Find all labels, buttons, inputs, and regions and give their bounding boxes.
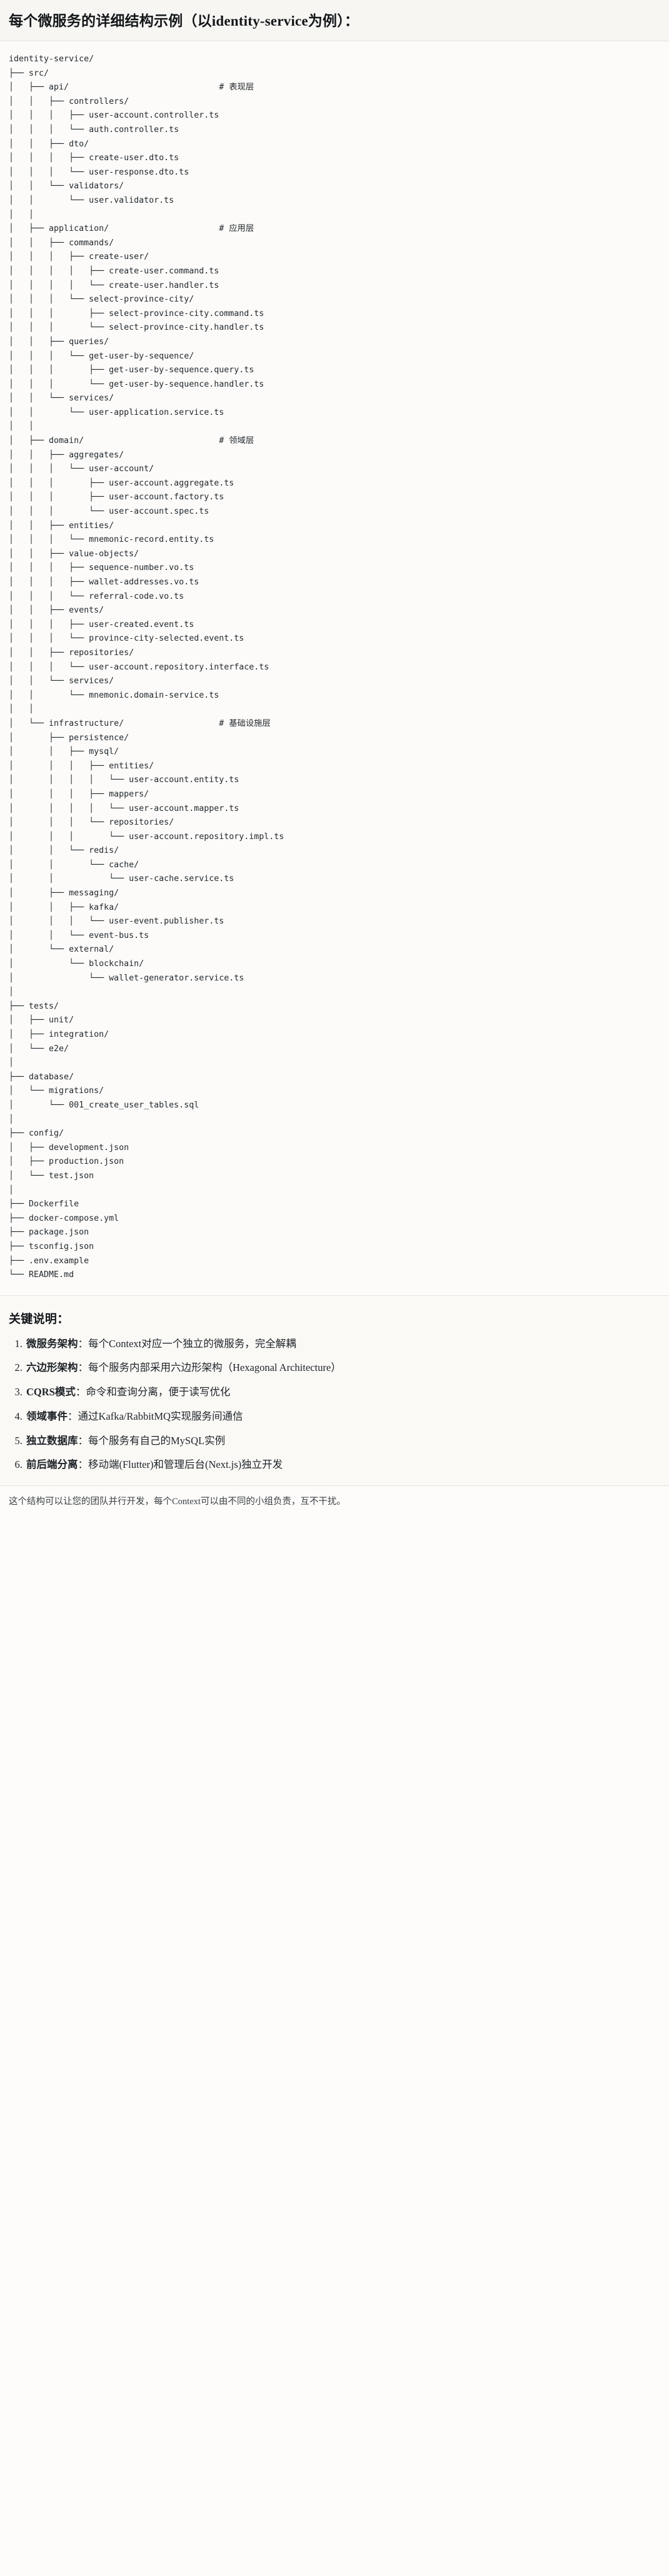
list-item: 六边形架构：每个服务内部采用六边形架构（Hexagonal Architectu… (25, 1360, 660, 1376)
note-term: 六边形架构 (26, 1362, 78, 1374)
note-body: ：每个服务内部采用六边形架构（Hexagonal Architecture） (78, 1362, 341, 1374)
page-title: 每个微服务的详细结构示例（以identity-service为例）： (9, 13, 360, 29)
note-body: ：移动端(Flutter)和管理后台(Next.js)独立开发 (78, 1459, 283, 1471)
note-term: 前后端分离 (26, 1459, 78, 1471)
document-page: 每个微服务的详细结构示例（以identity-service为例）： ident… (0, 0, 669, 1522)
note-body: ：每个服务有自己的MySQL实例 (78, 1434, 226, 1447)
note-body: ：命令和查询分离，便于读写优化 (75, 1386, 231, 1398)
note-body: ：通过Kafka/RabbitMQ实现服务间通信 (68, 1410, 243, 1422)
note-term: 独立数据库 (26, 1434, 78, 1447)
key-notes-list: 微服务架构：每个Context对应一个独立的微服务，完全解耦 六边形架构：每个服… (9, 1336, 660, 1474)
closing-remark: 这个结构可以让您的团队并行开发，每个Context可以由不同的小组负责，互不干扰… (9, 1497, 346, 1507)
list-item: CQRS模式：命令和查询分离，便于读写优化 (25, 1385, 660, 1400)
directory-tree: identity-service/ ├── src/ │ ├── api/ # … (9, 54, 284, 1280)
footer-band: 这个结构可以让您的团队并行开发，每个Context可以由不同的小组负责，互不干扰… (0, 1485, 669, 1522)
list-item: 独立数据库：每个服务有自己的MySQL实例 (25, 1433, 660, 1449)
list-item: 微服务架构：每个Context对应一个独立的微服务，完全解耦 (25, 1336, 660, 1352)
key-notes-section: 关键说明： 微服务架构：每个Context对应一个独立的微服务，完全解耦 六边形… (0, 1295, 669, 1486)
note-term: 领域事件 (26, 1410, 68, 1422)
directory-tree-block: identity-service/ ├── src/ │ ├── api/ # … (0, 41, 669, 1295)
note-body: ：每个Context对应一个独立的微服务，完全解耦 (78, 1337, 296, 1350)
note-term: 微服务架构 (26, 1337, 78, 1350)
list-item: 领域事件：通过Kafka/RabbitMQ实现服务间通信 (25, 1409, 660, 1425)
list-item: 前后端分离：移动端(Flutter)和管理后台(Next.js)独立开发 (25, 1457, 660, 1473)
heading-band: 每个微服务的详细结构示例（以identity-service为例）： (0, 0, 669, 42)
note-term: CQRS模式 (26, 1386, 76, 1398)
key-notes-title: 关键说明： (9, 1312, 69, 1326)
